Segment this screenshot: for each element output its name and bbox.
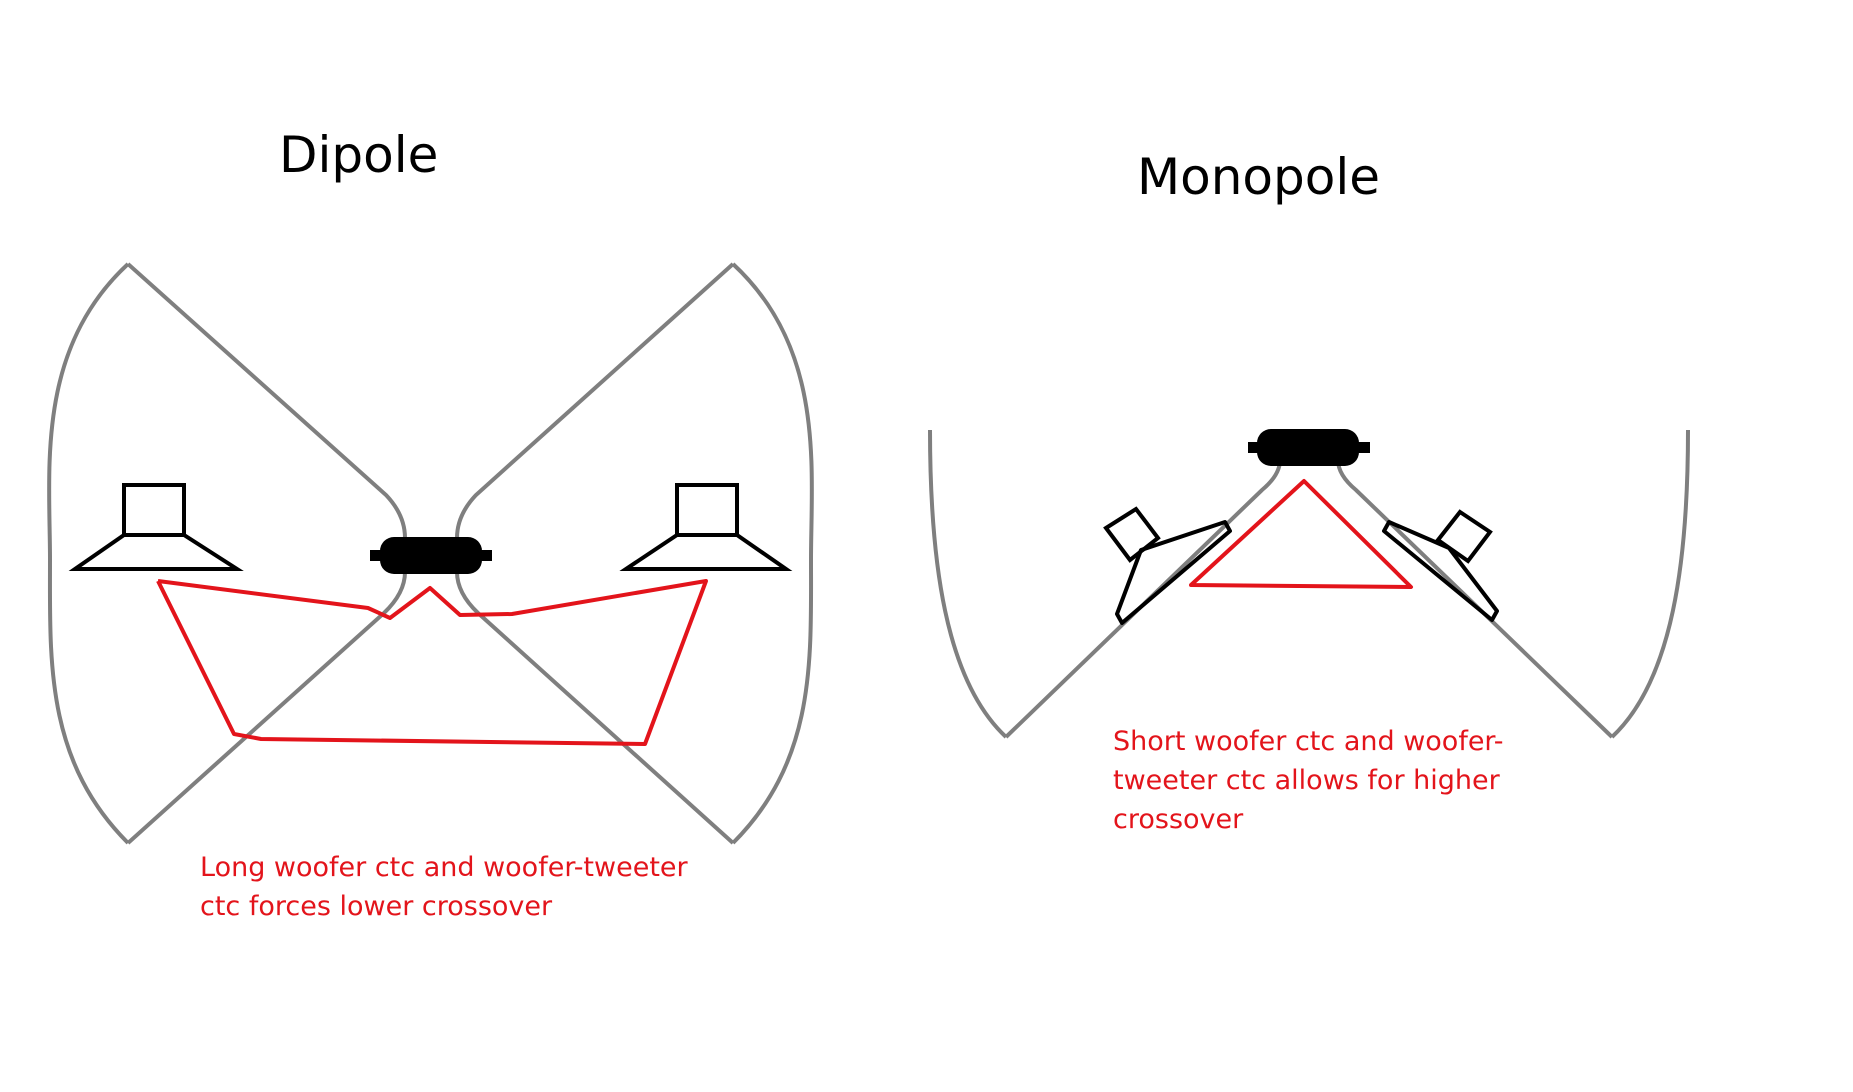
dipole-title: Dipole [279,126,439,184]
dipole-tweeter-icon [370,537,492,574]
dipole-ctc-path [156,579,708,746]
dipole-caption: Long woofer ctc and woofer-tweeter ctc f… [200,848,688,926]
monopole-right-wall [1610,429,1690,739]
monopole-right-woofer-icon [1382,509,1499,622]
monopole-ctc-path [1189,479,1413,589]
dipole-right-woofer-icon [619,483,793,571]
monopole-left-wall [928,429,1008,739]
dipole-caption-line: Long woofer ctc and woofer-tweeter [200,852,688,883]
monopole-baffle-right [1336,459,1614,739]
dipole-left-woofer-icon [68,483,244,571]
monopole-baffle-left [1004,459,1282,739]
dipole-baffle-upper-right [455,262,735,539]
dipole-caption-line: ctc forces lower crossover [200,891,553,922]
monopole-caption-line: tweeter ctc allows for higher [1113,765,1500,796]
dipole-right-lobe [731,262,814,845]
dipole-baffle-lower-left [126,571,407,845]
monopole-caption: Short woofer ctc and woofer- tweeter ctc… [1113,722,1504,839]
dipole-baffle-upper-left [126,262,407,539]
monopole-left-woofer-icon [1103,506,1232,625]
monopole-diagram [928,429,1690,739]
dipole-left-lobe [47,262,130,845]
monopole-tweeter-icon [1248,429,1370,466]
monopole-caption-line: Short woofer ctc and woofer- [1113,726,1504,757]
monopole-caption-line: crossover [1113,804,1244,835]
dipole-diagram [47,262,814,845]
monopole-title: Monopole [1137,148,1380,206]
